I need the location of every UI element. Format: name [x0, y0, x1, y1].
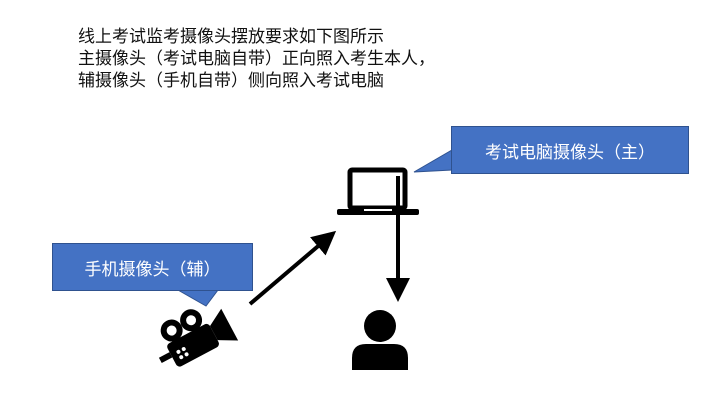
instruction-line-1: 线上考试监考摄像头摆放要求如下图所示: [78, 27, 384, 47]
aux-camera-callout: 手机摄像头（辅）: [52, 243, 253, 291]
laptop-icon: [337, 167, 419, 215]
instructions-text: 线上考试监考摄像头摆放要求如下图所示 主摄像头（考试电脑自带）正向照入考生本人，…: [78, 26, 435, 92]
video-camera-icon: [158, 308, 239, 367]
person-icon: [352, 310, 408, 370]
main-callout-pointer: [413, 149, 453, 173]
instruction-line-3: 辅摄像头（手机自带）侧向照入考试电脑: [78, 71, 384, 91]
main-camera-callout: 考试电脑摄像头（主）: [451, 126, 689, 174]
aux-camera-callout-text: 手机摄像头（辅）: [84, 259, 221, 280]
aux-callout-pointer: [176, 289, 219, 307]
aux-camera-arrow: [248, 230, 337, 306]
instruction-line-2: 主摄像头（考试电脑自带）正向照入考生本人，: [78, 49, 435, 69]
main-camera-callout-text: 考试电脑摄像头（主）: [485, 142, 655, 163]
